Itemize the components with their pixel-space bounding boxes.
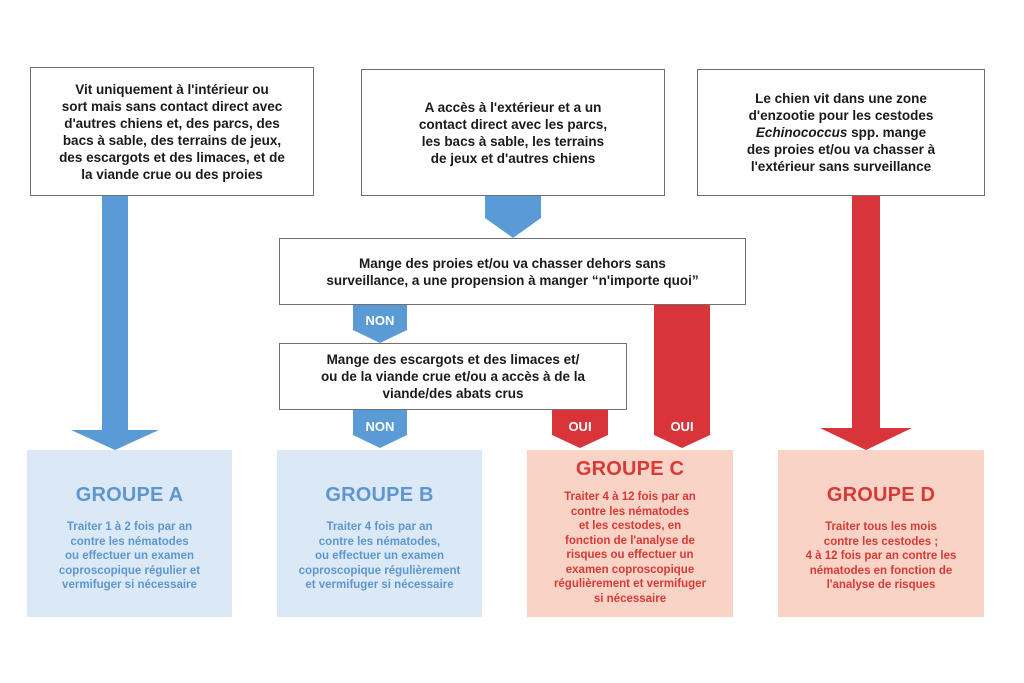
arrow-non-2	[353, 410, 407, 448]
condition-text-outdoor: A accès à l'extérieur et a un contact di…	[418, 99, 608, 166]
question-text-snails: Mange des escargots et des limaces et/ o…	[320, 352, 586, 401]
arrow-a-to-groupe-a	[71, 196, 159, 450]
question-box-prey: Mange des proies et/ou va chasser dehors…	[279, 238, 746, 305]
label-non-2: NON	[365, 419, 395, 434]
group-body-a: Traiter 1 à 2 fois par an contre les ném…	[58, 521, 201, 591]
group-title-b: GROUPE B	[325, 484, 434, 506]
arrow-oui-2	[654, 305, 710, 448]
condition-box-outdoor: A accès à l'extérieur et a un contact di…	[361, 69, 665, 196]
arrow-d-to-groupe-d	[820, 196, 912, 450]
condition-box-enzootic: Le chien vit dans une zone d'enzootie po…	[697, 69, 985, 196]
group-body-b: Traiter 4 fois par an contre les nématod…	[298, 521, 461, 591]
group-title-a: GROUPE A	[75, 484, 184, 506]
arrow-b-to-question-1	[485, 196, 541, 238]
label-non-1: NON	[365, 313, 395, 328]
group-body-d: Traiter tous les mois contre les cestode…	[805, 521, 957, 591]
condition-text-indoor: Vit uniquement à l'intérieur ou sort mai…	[59, 81, 285, 182]
group-panel-b: GROUPE B Traiter 4 fois par an contre le…	[277, 450, 482, 617]
condition-box-indoor: Vit uniquement à l'intérieur ou sort mai…	[30, 67, 314, 196]
group-panel-c: GROUPE C Traiter 4 à 12 fois par an cont…	[527, 450, 733, 617]
question-box-snails: Mange des escargots et des limaces et/ o…	[279, 343, 627, 410]
question-text-prey: Mange des proies et/ou va chasser dehors…	[326, 255, 699, 288]
group-title-d: GROUPE D	[826, 484, 936, 506]
condition-text-enzootic-1: Le chien vit dans une zone d'enzootie po…	[748, 91, 934, 123]
group-panel-a: GROUPE A Traiter 1 à 2 fois par an contr…	[27, 450, 232, 617]
condition-text-enzootic-species: Echinococcus	[755, 125, 848, 140]
condition-text-enzootic-2: spp. mange des proies et/ou va chasser à…	[746, 125, 936, 174]
arrow-non-1	[353, 305, 407, 343]
label-oui-1: OUI	[568, 419, 592, 434]
condition-text-enzootic: Le chien vit dans une zone d'enzootie po…	[747, 90, 935, 175]
group-panel-d: GROUPE D Traiter tous les mois contre le…	[778, 450, 984, 617]
group-title-c: GROUPE C	[575, 458, 685, 480]
label-oui-2: OUI	[670, 419, 694, 434]
arrow-oui-1	[552, 410, 608, 448]
group-body-c: Traiter 4 à 12 fois par an contre les né…	[553, 491, 707, 605]
